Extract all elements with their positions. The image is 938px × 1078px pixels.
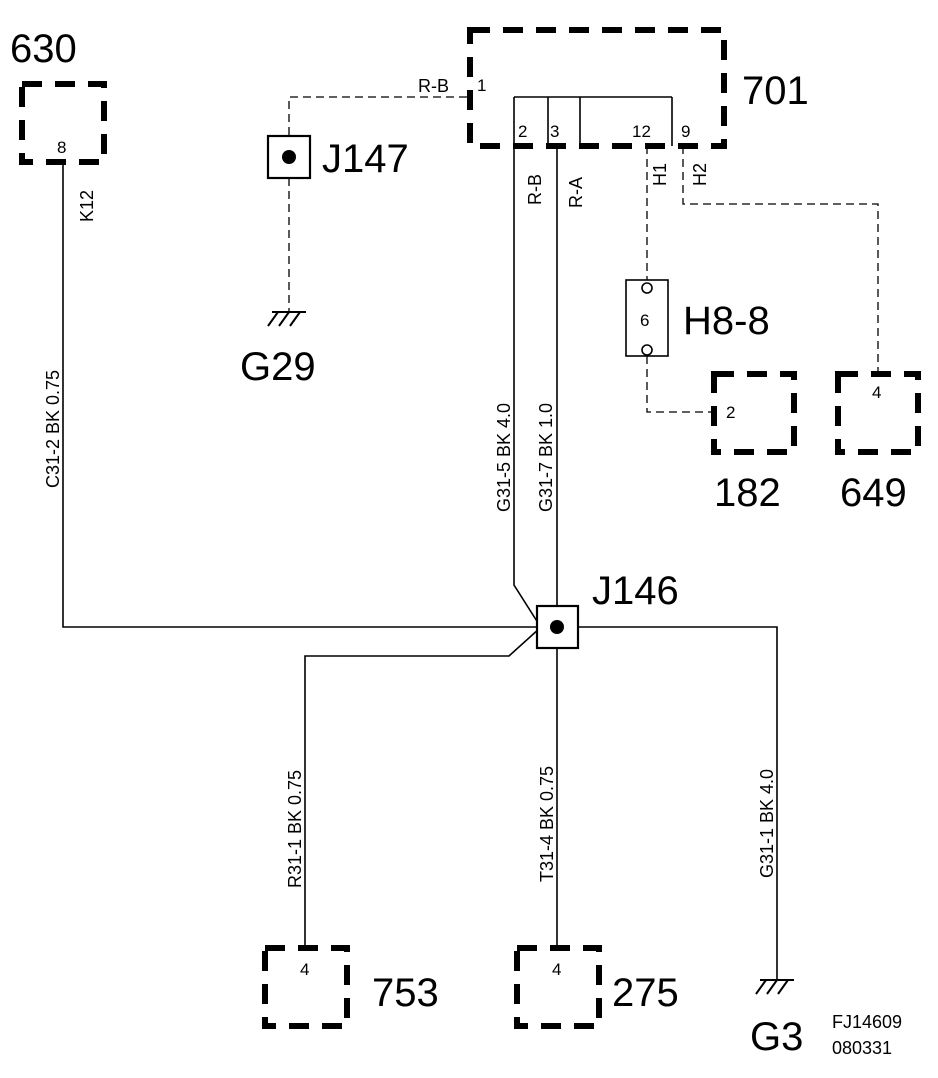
- wire-label-t31-4: T31-4 BK 0.75: [537, 766, 557, 882]
- component-701-box: [467, 27, 727, 149]
- ground-g3-label: G3: [750, 1015, 803, 1059]
- figure-ref-code: FJ14609: [832, 1012, 902, 1032]
- wire-c31-2: [62, 162, 537, 628]
- ground-g29-label: G29: [240, 345, 316, 389]
- pin-753-4: 4: [300, 960, 309, 979]
- wire-label-r31-1: R31-1 BK 0.75: [285, 770, 305, 888]
- ground-g3-symbol: [755, 979, 794, 995]
- component-753-box: [262, 945, 350, 1029]
- wire-label-r-a-701: R-A: [566, 177, 586, 208]
- component-630-label: 630: [10, 27, 77, 71]
- pin-630-8: 8: [57, 138, 66, 157]
- wire-label-h2: H2: [690, 163, 710, 186]
- wire-label-g31-5: G31-5 BK 4.0: [494, 403, 514, 512]
- wire-g31-5: [513, 146, 541, 627]
- wire-label-r-b-top: R-B: [418, 76, 449, 96]
- pin-182-2: 2: [726, 403, 735, 422]
- splice-j147: [266, 134, 312, 180]
- connector-h8-8-pin: 6: [640, 311, 649, 330]
- wire-r-b-701-to-j147: [288, 96, 467, 136]
- wire-label-r-b-701: R-B: [525, 174, 545, 205]
- wire-label-g31-1: G31-1 BK 4.0: [757, 769, 777, 878]
- wire-label-c31-2: C31-2 BK 0.75: [43, 370, 63, 488]
- connector-h8-8-label: H8-8: [683, 299, 770, 343]
- ground-g29-symbol: [267, 311, 306, 327]
- pin-701-12: 12: [632, 122, 651, 141]
- wire-h2: [682, 146, 879, 374]
- component-701-internal-bus: [513, 96, 673, 146]
- pin-649-4: 4: [872, 383, 881, 402]
- wire-label-h1: H1: [650, 163, 670, 186]
- pin-701-1: 1: [477, 76, 486, 95]
- wire-h8-to-182: [646, 356, 714, 413]
- wire-label-g31-7: G31-7 BK 1.0: [536, 403, 556, 512]
- connector-h8-8: [625, 279, 669, 357]
- component-649-label: 649: [840, 471, 907, 515]
- figure-ref-date: 080331: [832, 1038, 892, 1058]
- pin-275-4: 4: [552, 960, 561, 979]
- pin-701-9: 9: [681, 122, 690, 141]
- component-182-label: 182: [714, 471, 781, 515]
- pin-701-2: 2: [518, 122, 527, 141]
- splice-j146: [535, 604, 580, 650]
- splice-j146-label: J146: [592, 569, 679, 613]
- splice-j147-label: J147: [322, 137, 409, 181]
- component-701-label: 701: [742, 69, 809, 113]
- wire-label-k12: K12: [77, 190, 97, 222]
- wire-g31-1: [578, 626, 778, 980]
- wire-r31-1: [304, 627, 541, 948]
- component-275-box: [514, 945, 602, 1029]
- component-753-label: 753: [372, 971, 439, 1015]
- pin-701-3: 3: [550, 122, 559, 141]
- component-275-label: 275: [612, 971, 679, 1015]
- component-182-box: [711, 371, 797, 455]
